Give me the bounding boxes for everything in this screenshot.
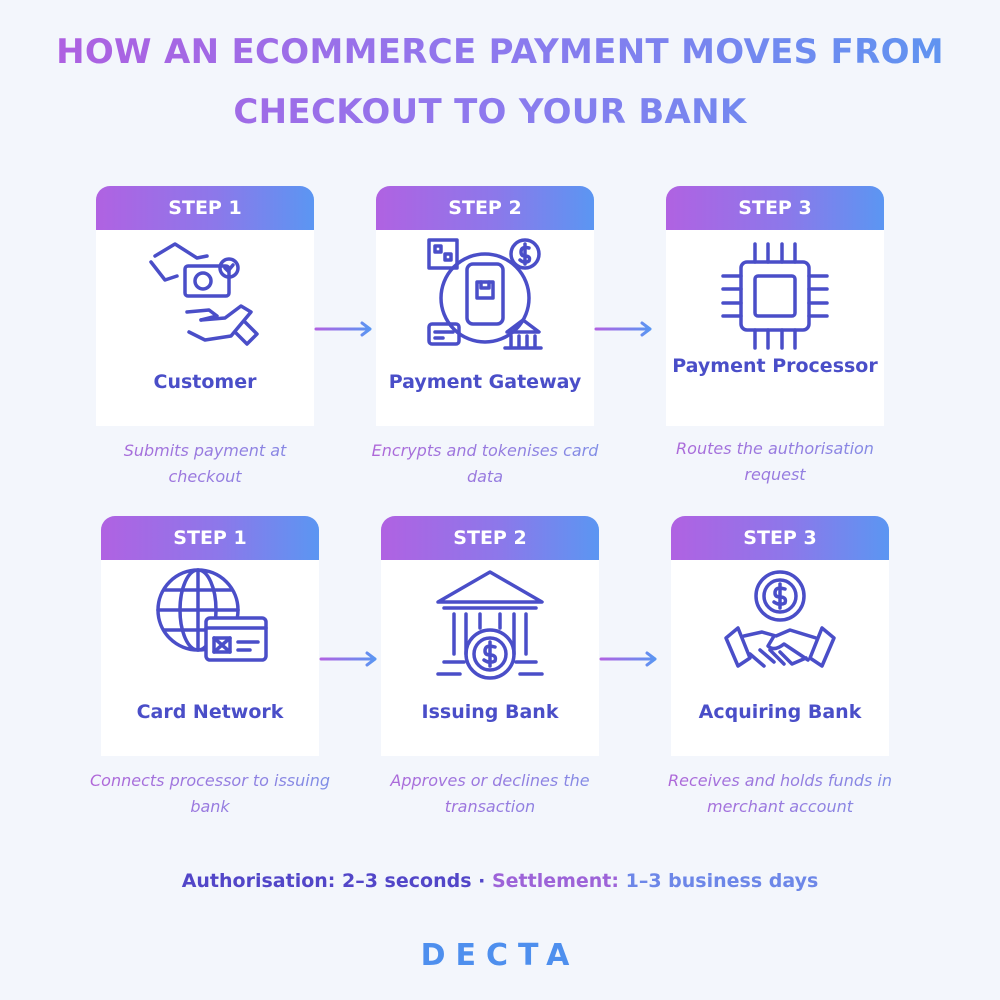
brand-logo: DECTA <box>420 938 580 973</box>
timing-summary: Authorisation: 2–3 seconds · Settlement:… <box>0 870 1000 892</box>
step-description: Encrypts and tokenises card data <box>365 438 605 490</box>
arrow-right-icon <box>599 651 657 667</box>
settlement-label: Settlement: <box>491 870 626 892</box>
step-description: Approves or declines the transaction <box>370 768 610 820</box>
card-body: Card Network <box>101 560 319 756</box>
step-badge: STEP 2 <box>381 516 599 560</box>
globe-card-icon <box>156 568 268 662</box>
card-body: Payment Processor <box>666 230 884 426</box>
step-label: Customer <box>153 371 257 393</box>
card-body: Customer <box>96 230 314 426</box>
step-card-issuing-bank: STEP 2 Issuing Bank <box>381 516 599 756</box>
card-body: Acquiring Bank <box>671 560 889 756</box>
authorisation-timing: Authorisation: 2–3 seconds · <box>181 870 492 892</box>
step-label: Issuing Bank <box>421 701 559 723</box>
phone-gateway-icon <box>427 238 543 350</box>
step-badge: STEP 2 <box>376 186 594 230</box>
arrow-right-icon <box>594 321 652 337</box>
chip-icon <box>721 242 829 350</box>
step-label: Card Network <box>136 701 284 723</box>
page-title: HOW AN ECOMMERCE PAYMENT MOVES FROM <box>0 32 1000 72</box>
arrow-right-icon <box>319 651 377 667</box>
settlement-timing: 1–3 business days <box>625 870 819 892</box>
arrow-right-icon <box>314 321 372 337</box>
step-description: Submits payment at checkout <box>85 438 325 490</box>
step-description: Routes the authorisation request <box>655 436 895 488</box>
step-description: Receives and holds funds in merchant acc… <box>660 768 900 820</box>
step-label: Payment Gateway <box>388 371 582 393</box>
step-badge: STEP 1 <box>101 516 319 560</box>
card-body: Issuing Bank <box>381 560 599 756</box>
step-card-card-network: STEP 1 Card Network <box>101 516 319 756</box>
step-label: Acquiring Bank <box>698 701 862 723</box>
handshake-dollar-icon <box>724 570 836 668</box>
step-card-customer: STEP 1 Customer <box>96 186 314 426</box>
step-badge: STEP 3 <box>671 516 889 560</box>
step-card-acquiring-bank: STEP 3 Acquiring Bank <box>671 516 889 756</box>
step-card-payment-processor: STEP 3 Payment Processor <box>666 186 884 426</box>
bank-dollar-icon <box>436 570 544 680</box>
step-label: Payment Processor <box>672 355 878 377</box>
step-description: Connects processor to issuing bank <box>90 768 330 820</box>
step-card-payment-gateway: STEP 2 Payment Gateway <box>376 186 594 426</box>
hand-card-icon <box>149 242 259 346</box>
page-title-line-2: CHECKOUT TO YOUR BANK <box>0 92 990 132</box>
card-body: Payment Gateway <box>376 230 594 426</box>
step-badge: STEP 1 <box>96 186 314 230</box>
step-badge: STEP 3 <box>666 186 884 230</box>
